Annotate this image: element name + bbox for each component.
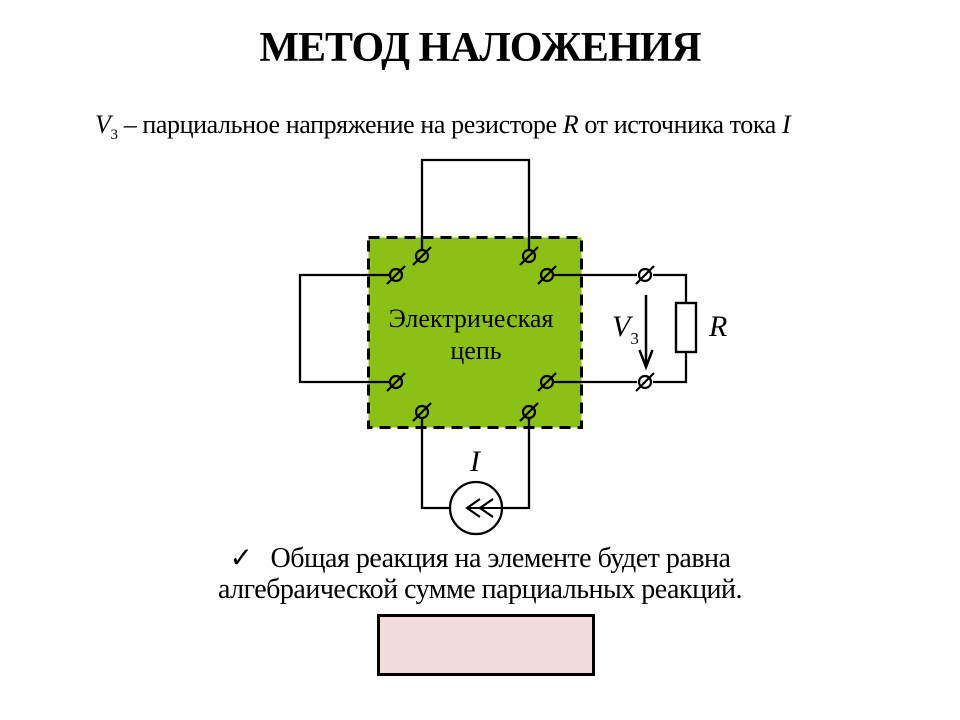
wire-right-bottom: [554, 352, 688, 384]
resistor-body: [674, 301, 698, 354]
subtitle-r-symbol: R: [562, 110, 579, 139]
terminal-right-upper: [537, 265, 557, 285]
current-source-label: I: [469, 445, 482, 478]
current-arrow-chevron-2: [478, 498, 494, 518]
wire-bottom-right: [502, 419, 531, 510]
terminal-outer-right-upper: [635, 265, 655, 285]
terminals: [386, 246, 655, 422]
slide-title: МЕТОД НАЛОЖЕНИЯ: [259, 25, 701, 71]
terminal-outer-right-lower: [635, 372, 655, 392]
bullet-line-1: ✓ Общая реакция на элементе будет равна: [0, 543, 960, 574]
subtitle-text-tail: от источника тока: [584, 110, 776, 139]
current-source: [448, 480, 504, 536]
wire-bottom-left: [420, 419, 450, 510]
resistor-label: R: [708, 310, 727, 343]
terminal-left-upper: [386, 265, 406, 285]
answer-placeholder-box: [377, 614, 595, 676]
wires: [298, 158, 688, 510]
terminal-left-lower: [386, 372, 406, 392]
wire-top-loop: [420, 158, 531, 249]
terminal-bottom-left: [412, 402, 432, 422]
bullet-line-2-text: алгебраической сумме парциальных реакций…: [217, 574, 743, 605]
subtitle-i-symbol: I: [782, 110, 791, 139]
circuit-box-label-line2: цепь: [450, 336, 501, 365]
bullet-line-1-text: Общая реакция на элементе будет равна: [270, 543, 731, 574]
bullet-line-2: алгебраической сумме парциальных реакций…: [0, 574, 960, 605]
v3-label: V3: [612, 310, 639, 348]
wire-left-loop: [298, 273, 389, 384]
terminal-top-left: [412, 246, 432, 266]
checkmark-icon: ✓: [229, 543, 253, 574]
circuit-box-label-line1: Электрическая: [389, 304, 554, 333]
bullet-block: ✓ Общая реакция на элементе будет равна а…: [0, 543, 960, 605]
subtitle-v-symbol: V: [95, 110, 111, 139]
wire-right-top: [554, 273, 688, 303]
current-arrow-chevron-1: [465, 498, 481, 518]
subtitle-v-subscript: 3: [110, 127, 118, 143]
terminal-bottom-right: [519, 402, 539, 422]
circuit-diagram: Электрическая цепь: [298, 158, 727, 536]
subtitle-text-mid: – парциальное напряжение на резисторе: [123, 110, 557, 139]
v3-arrow: [638, 295, 654, 371]
terminal-right-lower: [537, 372, 557, 392]
terminal-top-right: [519, 246, 539, 266]
subtitle: V3 – парциальное напряжение на резисторе…: [95, 110, 791, 144]
